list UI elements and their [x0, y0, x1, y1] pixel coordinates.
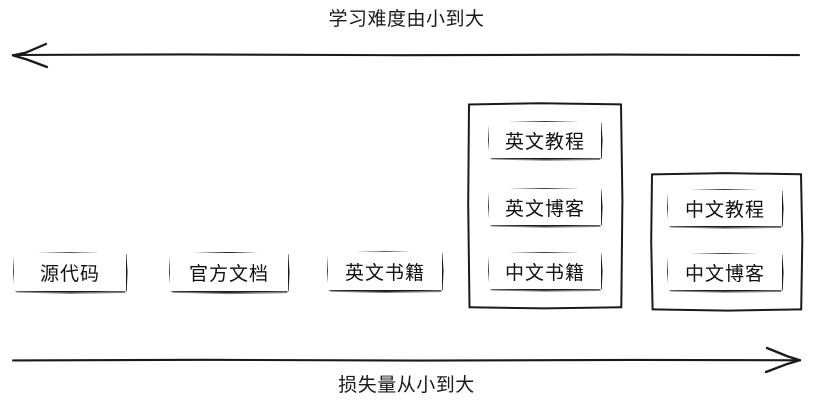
- node-official-docs[interactable]: 官方文档: [170, 253, 288, 291]
- top-axis-arrow: [11, 42, 801, 69]
- bottom-axis-label: 损失量从小到大: [338, 374, 475, 396]
- node-source-code[interactable]: 源代码: [14, 253, 126, 291]
- node-english-blog[interactable]: 英文博客: [489, 189, 601, 225]
- bottom-axis-arrow: [11, 346, 802, 374]
- node-english-tutorial[interactable]: 英文教程: [489, 122, 601, 158]
- node-chinese-books[interactable]: 中文书籍: [489, 253, 601, 289]
- node-chinese-blog[interactable]: 中文博客: [668, 254, 782, 290]
- node-chinese-tutorial[interactable]: 中文教程: [668, 190, 782, 226]
- top-axis-label: 学习难度由小到大: [328, 8, 485, 30]
- node-english-books[interactable]: 英文书籍: [328, 252, 442, 290]
